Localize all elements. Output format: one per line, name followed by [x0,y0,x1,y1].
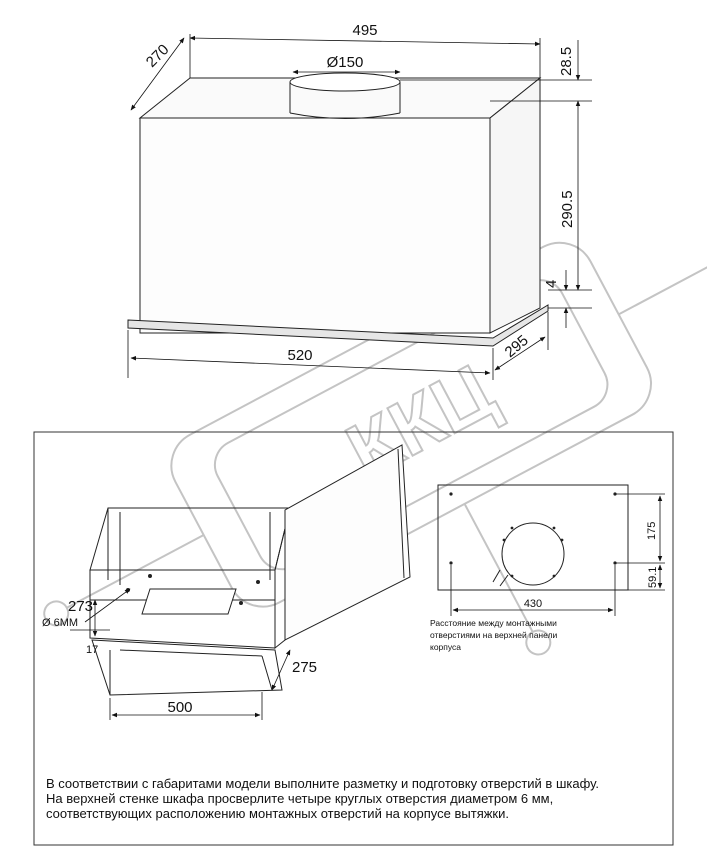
plate-note-line-2: отверстиями на верхней панели [430,630,558,640]
dim-plate-thickness: 4 [543,280,560,288]
dim-430: 430 [524,598,542,610]
dim-duct-150: Ø150 [327,54,364,71]
dim-59-1: 59.1 [647,567,659,588]
instruction-panel [33,431,674,846]
hood-drawing [127,72,549,347]
dim-17: 17 [86,644,98,656]
cabinet-sketch [89,444,411,696]
instruction-line-2: На верхней стенке шкафа просверлите четы… [46,791,554,806]
dim-body-height: 290.5 [559,190,576,228]
cabinet-dimensions [70,588,291,720]
instruction-line-3: соответствующих расположению монтажных о… [46,806,509,821]
plate-dimensions [450,493,665,616]
plate-note-line-1: Расстояние между монтажными [430,618,557,628]
dim-275: 275 [292,659,317,676]
dim-500: 500 [167,699,192,716]
dim-width-495: 495 [352,22,377,39]
dim-duct-height: 28.5 [558,47,575,76]
hole-diameter-label: Ø 6ММ [42,617,78,629]
dim-175: 175 [646,522,658,540]
dim-depth-270: 270 [143,41,173,71]
dim-bottom-width: 520 [287,347,312,364]
instruction-line-1: В соответствии с габаритами модели выпол… [46,776,599,791]
plate-note-line-3: корпуса [430,642,461,652]
installation-instructions: В соответствии с габаритами модели выпол… [46,776,676,821]
mounting-plate [437,484,629,591]
hood-dimensions [127,34,592,380]
dim-273: 273 [68,598,93,615]
